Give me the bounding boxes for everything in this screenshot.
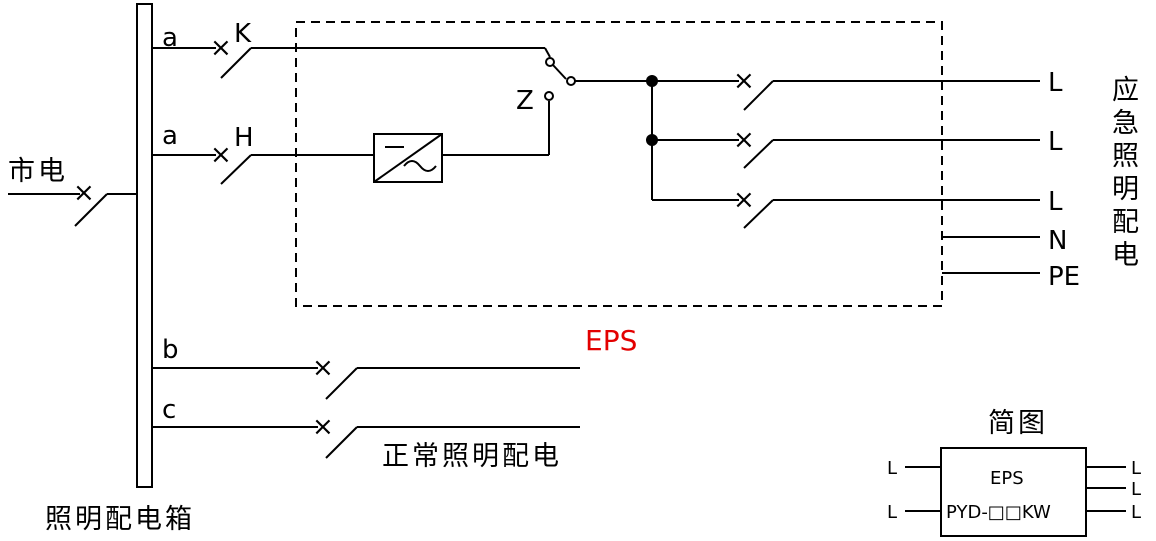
legend-title: 简图 <box>988 408 1048 439</box>
legend-eps-box <box>940 447 1087 537</box>
emergency-char: 配 <box>1112 207 1139 238</box>
branch-b-label: b <box>162 335 179 365</box>
emergency-char: 应 <box>1112 75 1139 106</box>
branch-c: c × 正常照明配电 <box>152 395 580 472</box>
output-l1-label: L <box>1048 68 1063 98</box>
emergency-char: 电 <box>1112 240 1139 271</box>
busbar-label: 照明配电箱 <box>45 504 195 535</box>
branch-a1-label: a <box>162 23 178 53</box>
output-n-label: N <box>1048 226 1067 256</box>
breaker-mark: × <box>733 125 755 155</box>
busbar <box>136 3 153 488</box>
inverter-symbol <box>373 133 443 183</box>
legend-right-l2: L <box>1131 479 1141 500</box>
breaker-mark: × <box>733 66 755 96</box>
emergency-char: 照 <box>1112 141 1139 172</box>
legend-left-l2: L <box>887 502 897 523</box>
legend-left-l1: L <box>887 458 897 479</box>
branch-a-h: a × H Z <box>152 86 554 185</box>
emergency-circuit-1: × L <box>652 66 1063 111</box>
eps-enclosure <box>295 21 943 307</box>
breaker-mark: × <box>210 33 232 63</box>
mains-feeder: × <box>8 178 137 227</box>
switch-z-label: Z <box>516 86 534 116</box>
output-pe-label: PE <box>1048 262 1080 292</box>
branch-c-label: c <box>162 395 176 425</box>
legend: 简图 EPS PYD-□□KW L L L L L <box>887 408 1141 537</box>
transfer-output <box>552 64 658 200</box>
emergency-char: 明 <box>1112 174 1139 205</box>
emergency-circuit-2: × L <box>652 125 1063 169</box>
breaker-mark: × <box>210 140 232 170</box>
emergency-circuit-3: × L <box>652 185 1063 229</box>
breaker-mark: × <box>733 185 755 215</box>
legend-right-l1: L <box>1131 458 1141 479</box>
output-l2-label: L <box>1048 127 1063 157</box>
breaker-mark: × <box>312 353 334 383</box>
breaker-mark: × <box>73 178 95 208</box>
legend-right-l3: L <box>1131 502 1141 523</box>
output-l3-label: L <box>1048 187 1063 217</box>
switch-k-label: K <box>234 19 252 49</box>
breaker-mark: × <box>312 412 334 442</box>
normal-lighting-label: 正常照明配电 <box>382 441 562 472</box>
branch-a-k: a × K <box>152 19 555 79</box>
switch-h-label: H <box>234 123 254 153</box>
branch-b: b × <box>152 335 580 400</box>
emergency-distribution-label: 应 急 照 明 配 电 <box>1112 75 1139 271</box>
emergency-char: 急 <box>1112 108 1139 139</box>
eps-label: EPS <box>585 324 637 357</box>
branch-a2-label: a <box>162 121 178 151</box>
mains-label: 市电 <box>8 156 68 187</box>
legend-box-line1: EPS <box>990 468 1024 489</box>
legend-box-line2: PYD-□□KW <box>946 502 1051 523</box>
neutral-and-earth: N PE <box>942 226 1080 292</box>
